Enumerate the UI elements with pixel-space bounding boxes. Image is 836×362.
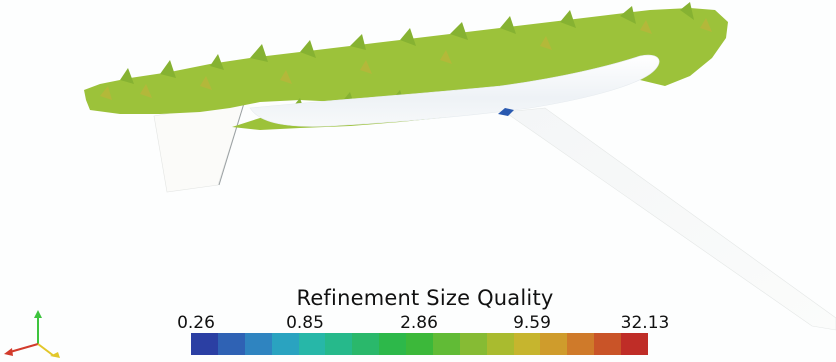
colorbar-swatch (217, 333, 245, 355)
orientation-axes-widget[interactable] (0, 300, 70, 358)
legend-tick: 32.13 (620, 313, 670, 333)
mesh-spikes-warm (100, 18, 712, 100)
color-legend-bar (191, 333, 648, 355)
colorbar-swatch (298, 333, 326, 355)
low-quality-patch (498, 108, 514, 116)
fuselage (249, 54, 660, 127)
colorbar-swatch (191, 333, 218, 355)
colorbar-swatch (271, 333, 299, 355)
legend-tick: 0.26 (177, 313, 215, 333)
colorbar-swatch (432, 333, 460, 355)
colorbar-swatch (621, 333, 648, 355)
colorbar-swatch (594, 333, 621, 355)
colorbar-swatch (379, 333, 406, 355)
z-axis-arrowhead (50, 352, 60, 358)
legend-tick: 0.85 (286, 313, 324, 333)
colorbar-swatch (406, 333, 433, 355)
colorbar-swatch (513, 333, 541, 355)
colorbar-swatch (352, 333, 380, 355)
colorbar-swatch (540, 333, 568, 355)
colorbar-swatch (459, 333, 487, 355)
colorbar-swatch (486, 333, 514, 355)
legend-tick: 2.86 (400, 313, 438, 333)
colorbar-swatch (567, 333, 595, 355)
legend-tick: 9.59 (513, 313, 551, 333)
z-axis (37, 343, 55, 357)
colorbar-swatch (325, 333, 353, 355)
x-axis-arrowhead (4, 348, 13, 356)
colorbar-swatch (244, 333, 272, 355)
refinement-band-upper (84, 8, 728, 114)
y-axis-arrowhead (34, 310, 42, 318)
legend-title: Refinement Size Quality (296, 286, 554, 310)
x-axis (9, 343, 39, 353)
wing-surface (504, 107, 836, 331)
